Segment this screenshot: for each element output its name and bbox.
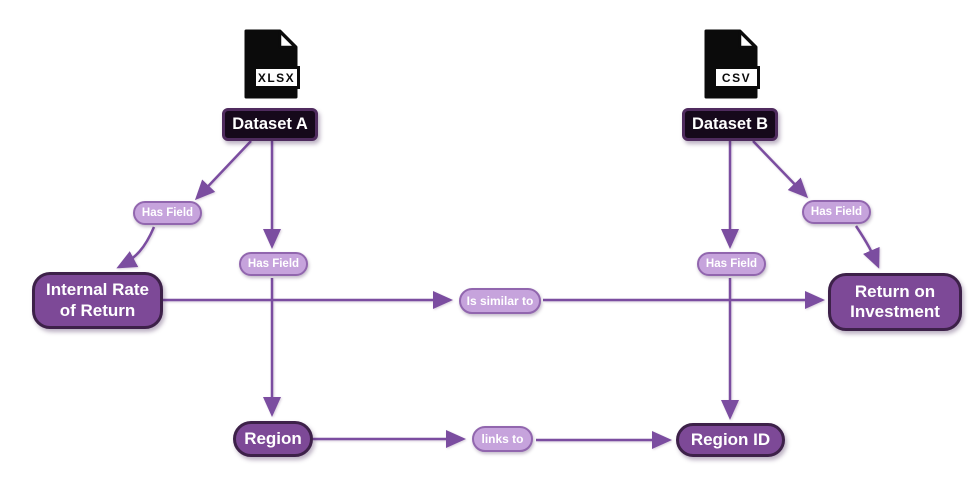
field-node-region-id[interactable]: Region ID bbox=[676, 423, 785, 457]
edge-label-has-field-2: Has Field bbox=[239, 252, 308, 276]
dataset-b-node[interactable]: Dataset B bbox=[682, 108, 778, 141]
field-node-return-on-investment[interactable]: Return on Investment bbox=[828, 273, 962, 331]
field-node-region[interactable]: Region bbox=[233, 421, 313, 457]
file-type-label-xlsx: XLSX bbox=[253, 66, 300, 89]
dataset-a-node[interactable]: Dataset A bbox=[222, 108, 318, 141]
edge-label-has-field-3: Has Field bbox=[697, 252, 766, 276]
edge-label-has-field-4: Has Field bbox=[802, 200, 871, 224]
edge-label-links-to: links to bbox=[472, 426, 533, 452]
csv-file-icon: CSV bbox=[704, 29, 762, 101]
edge-label-has-field-1: Has Field bbox=[133, 201, 202, 225]
file-type-label-csv: CSV bbox=[713, 66, 760, 89]
field-node-internal-rate-of-return[interactable]: Internal Rate of Return bbox=[32, 272, 163, 329]
edge-hasfield-roi-2 bbox=[854, 225, 880, 269]
edge-label-is-similar-to: Is similar to bbox=[459, 288, 541, 314]
edge-hasfield-irr-2 bbox=[116, 226, 156, 269]
xlsx-file-icon: XLSX bbox=[244, 29, 302, 101]
edge-datasetA-hasfield-irr-1 bbox=[194, 140, 252, 201]
edge-datasetB-hasfield-roi-1 bbox=[752, 140, 809, 199]
